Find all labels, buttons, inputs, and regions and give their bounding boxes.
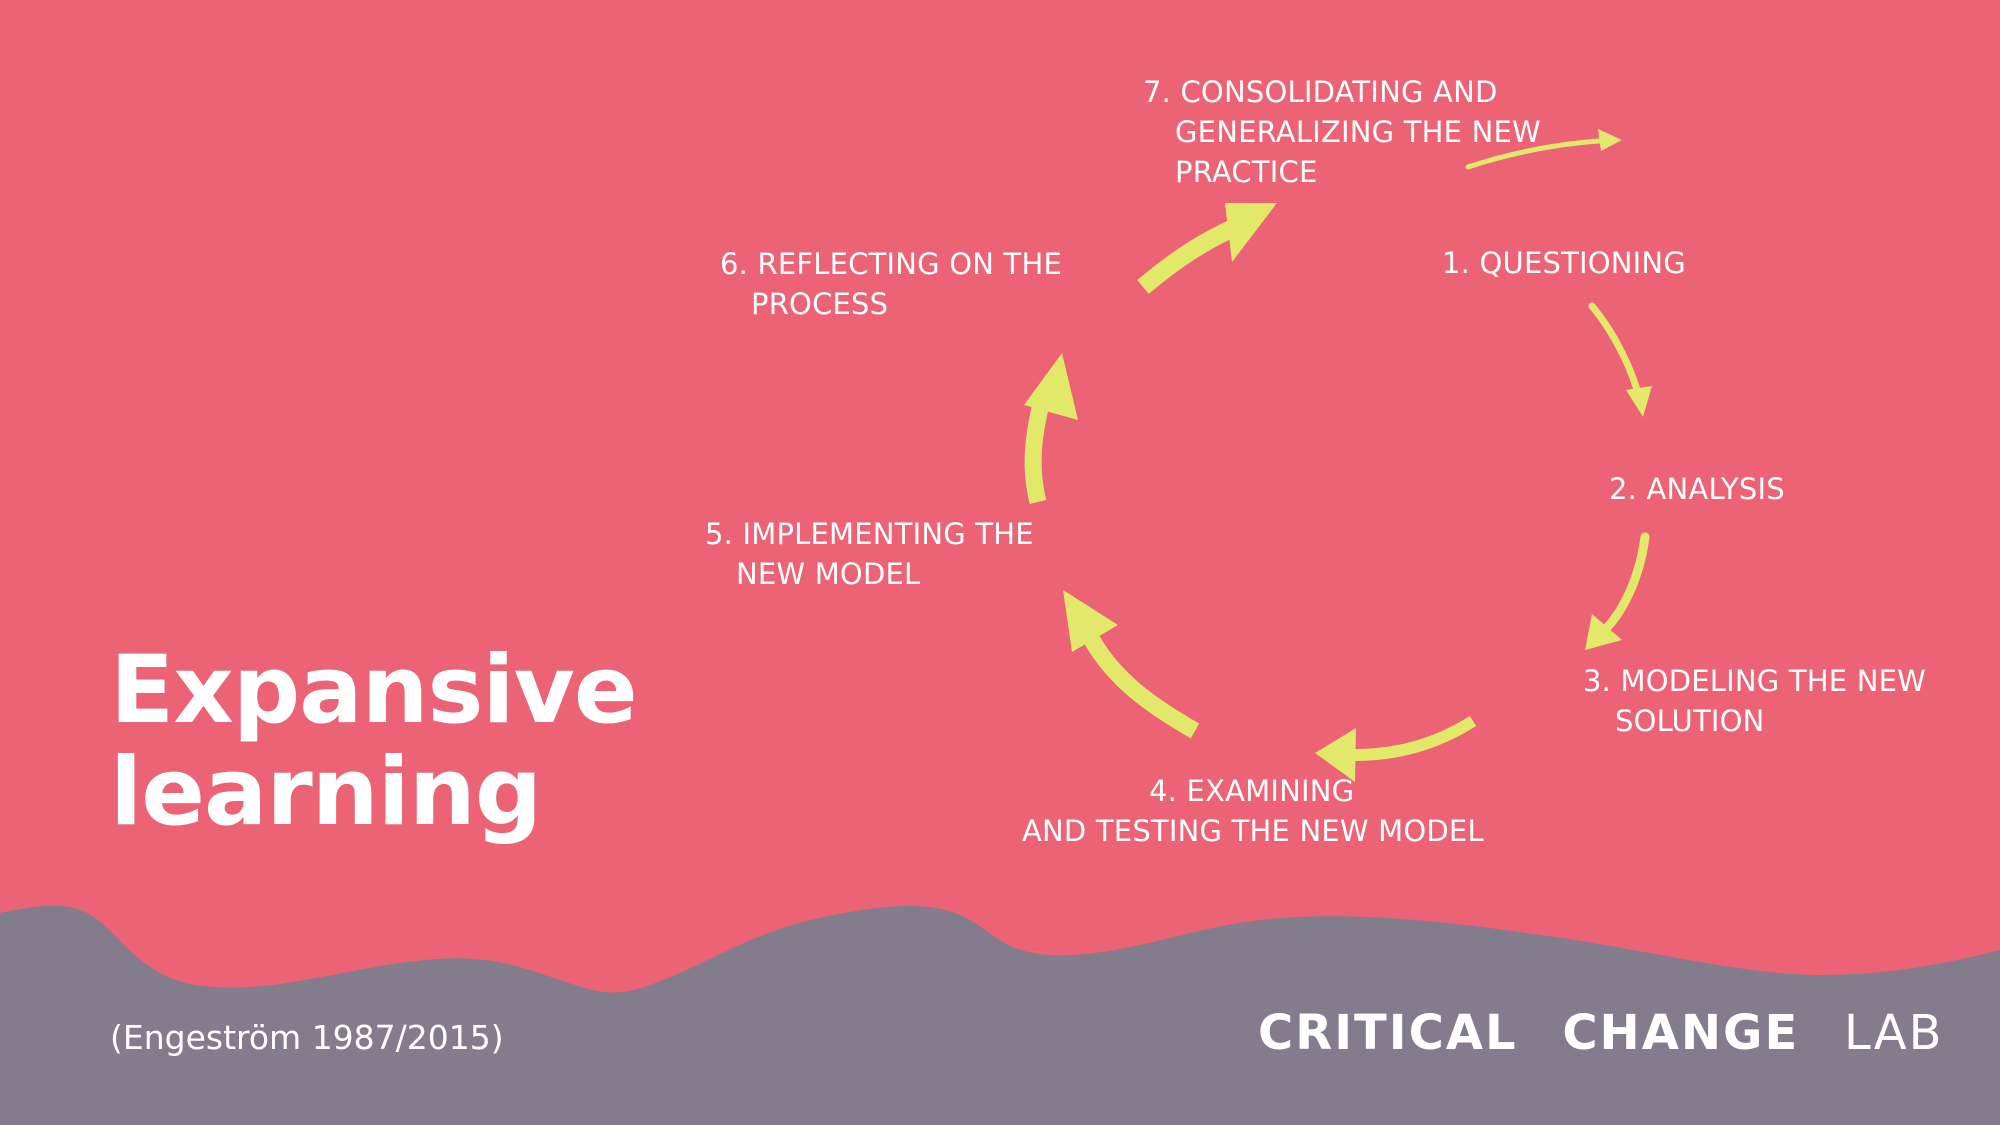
step-7-line-1: 7. CONSOLIDATING AND [1143, 75, 1498, 109]
critical-change-lab-logo: CRITICAL CHANGE LAB [1258, 1005, 1944, 1065]
arrow-step6-to-7 [1137, 203, 1277, 294]
step-4-line-1: 4. EXAMINING [1149, 774, 1355, 808]
arrow-step4-to-5 [1063, 590, 1200, 739]
step-4-label: 4. EXAMINING AND TESTING THE NEW MODEL [1022, 771, 1484, 851]
step-3-line-2: SOLUTION [1615, 704, 1765, 738]
page-title-line-1: Expansive [110, 636, 638, 745]
page-title: Expansive learning [110, 636, 638, 847]
logo-word-critical: CRITICAL [1258, 1005, 1518, 1061]
step-2-line-1: 2. ANALYSIS [1609, 472, 1785, 506]
step-5-line-2: NEW MODEL [736, 557, 921, 591]
step-7-label: 7. CONSOLIDATING AND GENERALIZING THE NE… [1143, 72, 1541, 192]
page-title-line-2: learning [110, 738, 542, 847]
citation: (Engeström 1987/2015) [110, 1018, 504, 1057]
arrow-step7-outward [1465, 129, 1622, 170]
logo-word-lab: LAB [1843, 1005, 1944, 1061]
step-1-line-1: 1. QUESTIONING [1442, 246, 1686, 280]
step-5-label: 5. IMPLEMENTING THE NEW MODEL [705, 514, 1034, 594]
step-1-label: 1. QUESTIONING [1442, 243, 1686, 283]
step-3-label: 3. MODELING THE NEW SOLUTION [1583, 661, 1926, 741]
arrow-step1-to-2 [1588, 302, 1652, 417]
step-7-line-2: GENERALIZING THE NEW [1175, 115, 1541, 149]
arrow-step2-to-3 [1585, 532, 1650, 650]
arrow-step3-to-4 [1315, 715, 1477, 782]
step-4-line-2: AND TESTING THE NEW MODEL [1022, 814, 1484, 848]
step-3-line-1: 3. MODELING THE NEW [1583, 664, 1927, 698]
step-2-label: 2. ANALYSIS [1609, 469, 1785, 509]
logo-word-change: CHANGE [1562, 1005, 1800, 1061]
arrow-step5-to-6 [1024, 353, 1078, 505]
step-6-line-2: PROCESS [751, 287, 889, 321]
step-6-label: 6. REFLECTING ON THE PROCESS [720, 244, 1062, 324]
step-5-line-1: 5. IMPLEMENTING THE [705, 517, 1034, 551]
step-6-line-1: 6. REFLECTING ON THE [720, 247, 1063, 281]
step-7-line-3: PRACTICE [1175, 155, 1318, 189]
